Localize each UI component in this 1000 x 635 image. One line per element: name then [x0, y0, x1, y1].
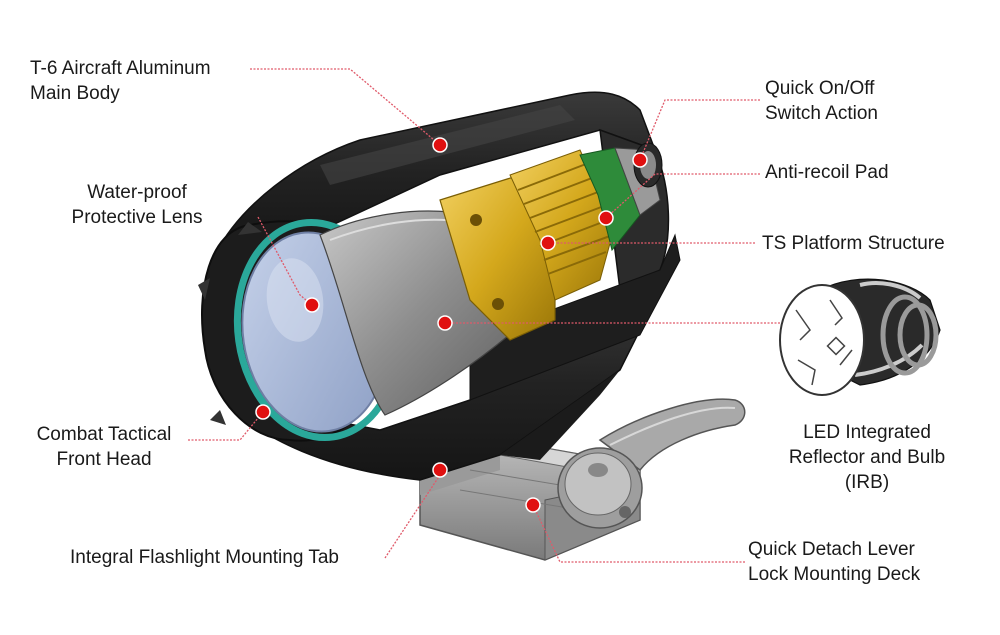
label-main-body-line1: T-6 Aircraft Aluminum [30, 58, 211, 79]
marker-ts-platform [540, 235, 556, 251]
label-switch-line1: Quick On/Off [765, 78, 875, 99]
marker-main-body [432, 137, 448, 153]
marker-detach-lever [525, 497, 541, 513]
label-front-head: Combat Tactical Front Head [14, 422, 194, 472]
leader-anti-recoil [605, 173, 760, 219]
marker-anti-recoil [598, 210, 614, 226]
label-switch-line2: Switch Action [765, 103, 878, 124]
leader-main-body [250, 68, 441, 146]
label-lens: Water-proof Protective Lens [22, 180, 252, 230]
marker-dots [255, 137, 648, 513]
label-irb: LED Integrated Reflector and Bulb (IRB) [762, 420, 972, 495]
leader-lines [188, 68, 780, 563]
marker-switch [632, 152, 648, 168]
detach-lever [557, 398, 746, 529]
label-mounting-tab: Integral Flashlight Mounting Tab [70, 545, 339, 570]
label-mounting-tab-line1: Integral Flashlight Mounting Tab [70, 547, 339, 568]
irb-inset [779, 278, 941, 396]
label-irb-line3: (IRB) [844, 472, 890, 493]
label-detach-lever-line1: Quick Detach Lever [748, 539, 915, 560]
label-anti-recoil: Anti-recoil Pad [765, 160, 889, 185]
marker-irb [437, 315, 453, 331]
label-detach-lever-line2: Lock Mounting Deck [748, 564, 921, 585]
leader-mounting-tab [384, 469, 441, 559]
label-irb-line1: LED Integrated [803, 422, 931, 443]
label-front-head-line1: Combat Tactical [36, 424, 172, 445]
marker-front-head [255, 404, 271, 420]
label-main-body: T-6 Aircraft Aluminum Main Body [30, 56, 211, 106]
marker-lens [304, 297, 320, 313]
label-ts-platform: TS Platform Structure [762, 231, 945, 256]
marker-mounting-tab [432, 462, 448, 478]
leader-switch [639, 99, 760, 161]
label-lens-line2: Protective Lens [71, 207, 203, 228]
ts-platform [439, 149, 616, 341]
label-front-head-line2: Front Head [56, 449, 152, 470]
label-lens-line1: Water-proof [87, 182, 187, 203]
label-irb-line2: Reflector and Bulb [788, 447, 946, 468]
label-switch: Quick On/Off Switch Action [765, 76, 878, 126]
label-ts-platform-line1: TS Platform Structure [762, 233, 945, 254]
label-anti-recoil-line1: Anti-recoil Pad [765, 162, 889, 183]
label-detach-lever: Quick Detach Lever Lock Mounting Deck [748, 537, 920, 587]
label-main-body-line2: Main Body [30, 83, 120, 104]
